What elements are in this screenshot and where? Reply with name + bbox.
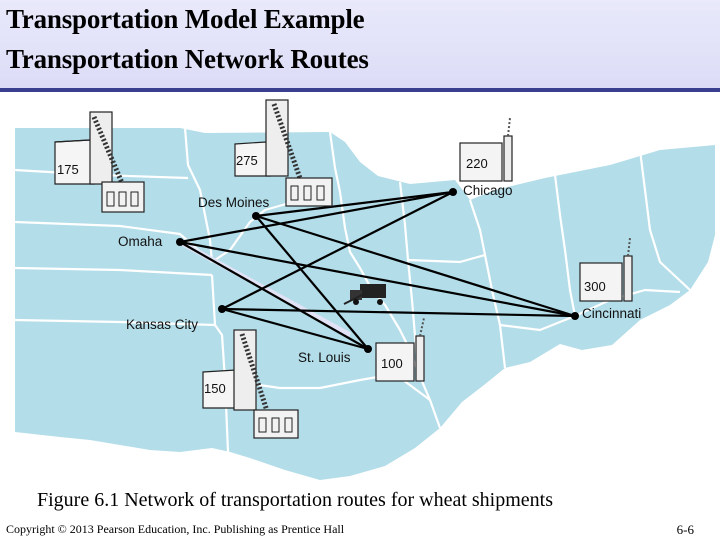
city-label-des-moines: Des Moines <box>198 195 270 210</box>
city-node-cincinnati <box>571 312 579 320</box>
page-number: 6-6 <box>676 522 694 537</box>
city-label-kansas-city: Kansas City <box>126 317 198 332</box>
omaha-elevator-icon <box>54 111 145 213</box>
route-kansas-city-to-cincinnati <box>221 307 576 318</box>
route-omaha-to-chicago <box>179 190 454 244</box>
city-node-omaha <box>176 238 184 246</box>
demand-label-chicago: 220 <box>466 156 488 171</box>
city-node-kansas-city <box>218 305 226 313</box>
route-des-moines-to-cincinnati <box>255 214 576 318</box>
city-node-chicago <box>449 188 457 196</box>
cincinnati-mill-icon <box>579 237 633 302</box>
route-des-moines-to-chicago <box>255 190 454 218</box>
route-des-moines-to-st-louis <box>255 215 369 350</box>
supply-label-kansas-city: 150 <box>204 381 226 396</box>
map-land <box>15 128 715 480</box>
city-label-st-louis: St. Louis <box>298 350 351 365</box>
route-omaha-to-st-louis <box>179 241 369 350</box>
chicago-mill-icon <box>459 117 513 182</box>
city-node-des-moines <box>252 212 260 220</box>
slide-subtitle: Transportation Network Routes <box>6 44 369 74</box>
supply-label-omaha: 175 <box>57 162 79 177</box>
demand-label-cincinnati: 300 <box>584 279 606 294</box>
transportation-map: Des Moines Omaha Kansas City Chicago St.… <box>14 99 715 480</box>
city-node-st-louis <box>364 345 372 353</box>
city-label-chicago: Chicago <box>463 183 513 198</box>
city-dots <box>176 188 579 353</box>
copyright-notice: Copyright © 2013 Pearson Education, Inc.… <box>6 522 345 536</box>
title-banner <box>0 0 720 88</box>
route-omaha-to-cincinnati <box>179 240 576 318</box>
figure-caption: Figure 6.1 Network of transportation rou… <box>37 489 554 511</box>
truck-icon <box>343 284 386 305</box>
title-divider <box>0 88 720 92</box>
route-lines <box>179 190 576 351</box>
des-moines-elevator-icon <box>234 99 333 207</box>
slide-title: Transportation Model Example <box>6 4 365 34</box>
st-louis-mill-icon <box>375 317 425 382</box>
route-kansas-city-to-chicago <box>221 191 454 310</box>
demand-label-st-louis: 100 <box>381 356 403 371</box>
city-label-omaha: Omaha <box>118 234 163 249</box>
route-kansas-city-to-st-louis <box>221 307 369 351</box>
kansas-city-elevator-icon <box>202 329 299 439</box>
supply-label-des-moines: 275 <box>236 153 258 168</box>
city-label-cincinnati: Cincinnati <box>582 306 641 321</box>
